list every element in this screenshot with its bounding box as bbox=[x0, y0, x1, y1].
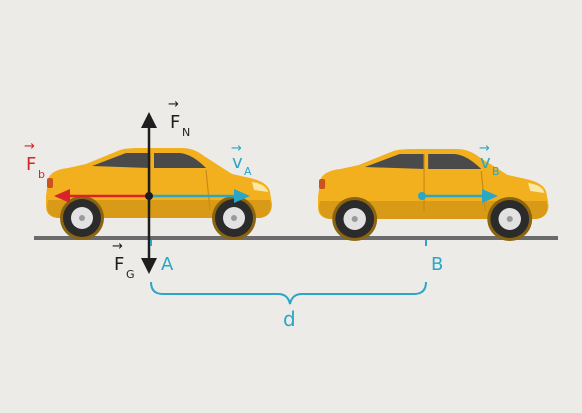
svg-text:→: → bbox=[112, 239, 123, 254]
velocity-b-label: → v B bbox=[479, 141, 500, 178]
center-of-mass-a bbox=[145, 192, 153, 200]
gravity-force-subscript: G bbox=[126, 268, 135, 281]
svg-text:→: → bbox=[479, 141, 490, 156]
brake-force-subscript: b bbox=[38, 168, 45, 181]
ground-line bbox=[34, 236, 558, 240]
velocity-b-letter: v bbox=[480, 152, 491, 173]
gravity-force-letter: F bbox=[114, 254, 124, 275]
point-b-label: B bbox=[431, 254, 443, 275]
distance-label: d bbox=[283, 307, 296, 331]
velocity-b-subscript: B bbox=[492, 165, 500, 178]
svg-text:→: → bbox=[231, 141, 242, 156]
svg-text:→: → bbox=[168, 97, 179, 112]
gravity-force-label: → F G bbox=[112, 239, 135, 281]
velocity-a-letter: v bbox=[232, 152, 243, 173]
gravity-force-arrow bbox=[141, 196, 157, 274]
velocity-a-arrow bbox=[149, 189, 250, 203]
brake-force-arrow bbox=[54, 189, 149, 203]
brake-force-letter: F bbox=[26, 154, 36, 175]
velocity-b-arrow bbox=[422, 189, 498, 203]
velocity-a-label: → v A bbox=[231, 141, 252, 178]
velocity-a-subscript: A bbox=[244, 165, 252, 178]
point-a-label: A bbox=[161, 254, 174, 275]
distance-brace bbox=[150, 281, 427, 305]
normal-force-arrow bbox=[141, 112, 157, 196]
brake-force-label: → F b bbox=[24, 139, 45, 181]
center-of-mass-b bbox=[418, 192, 426, 200]
svg-text:→: → bbox=[24, 139, 35, 154]
normal-force-subscript: N bbox=[182, 126, 190, 139]
normal-force-letter: F bbox=[170, 112, 180, 133]
normal-force-label: → F N bbox=[168, 97, 190, 139]
